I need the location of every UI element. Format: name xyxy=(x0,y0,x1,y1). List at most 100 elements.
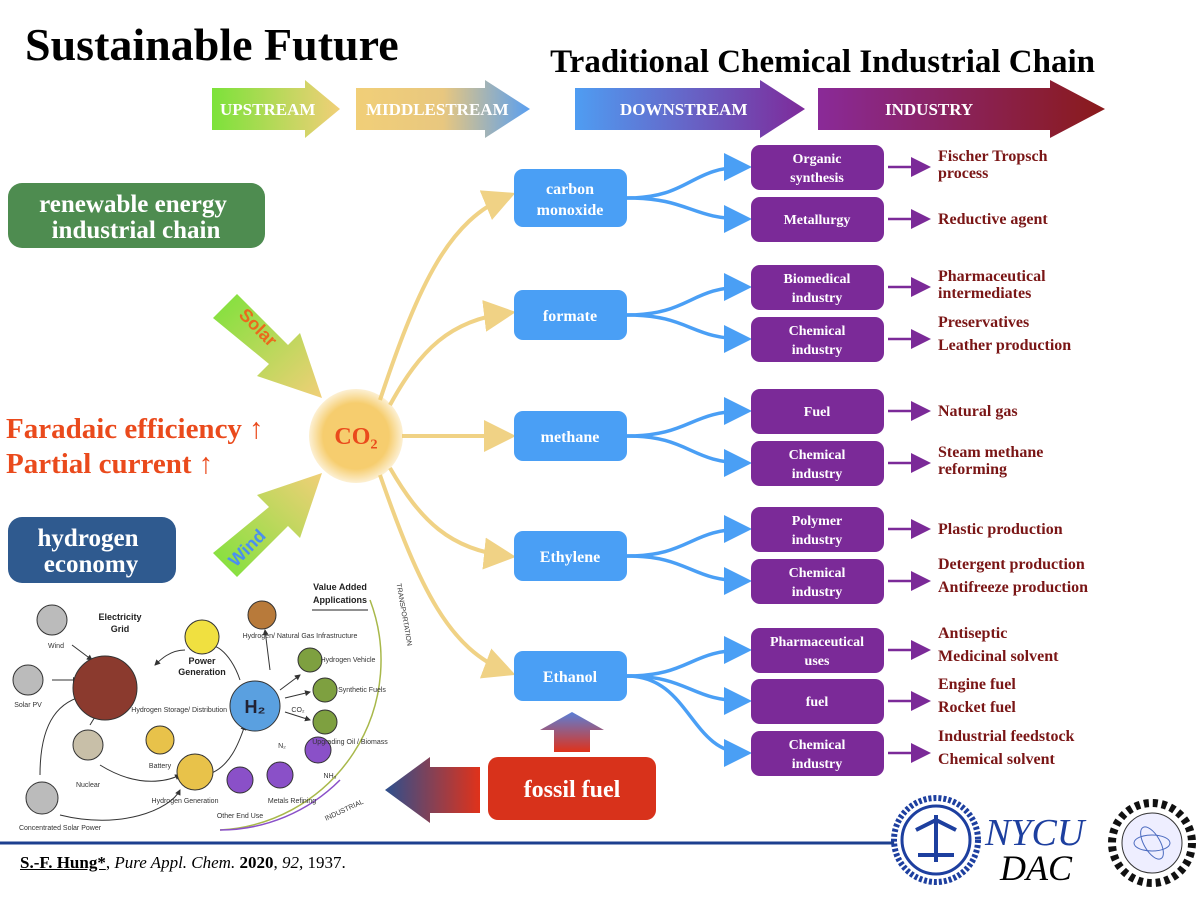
grid-label-2: Grid xyxy=(111,624,130,634)
citation-volume: 92 xyxy=(281,853,299,872)
use-label: Detergent production xyxy=(938,556,1085,573)
application-label: Fuel xyxy=(804,405,831,420)
application-label: industry xyxy=(792,585,843,600)
use-label: Fischer Tropsch xyxy=(938,148,1048,165)
hydrogen-economy-diagram: Value Added Applications TRANSPORTATION … xyxy=(12,582,413,832)
application-box xyxy=(751,559,884,604)
citation-author[interactable]: S.-F. Hung* xyxy=(20,853,106,872)
application-label: synthesis xyxy=(790,171,844,186)
application-label: industry xyxy=(792,467,843,482)
application-box xyxy=(751,389,884,434)
industrial-label: INDUSTRIAL xyxy=(324,799,365,823)
upgrading-oil-node xyxy=(312,709,338,735)
application-label: Biomedical xyxy=(784,272,851,287)
nycu-text: NYCU xyxy=(984,812,1087,854)
stage-arrow-downstream xyxy=(575,80,805,138)
hydrogen-generation-label: Hydrogen Generation xyxy=(152,798,219,805)
use-label: Natural gas xyxy=(938,403,1018,420)
stage-arrow-upstream xyxy=(212,80,340,138)
citation-journal: Pure Appl. Chem. xyxy=(114,853,236,872)
other-end-use-node xyxy=(226,766,254,794)
nh3-node xyxy=(304,736,332,764)
application-box xyxy=(751,628,884,673)
synthetic-fuels-label: Synthetic Fuels xyxy=(338,687,386,694)
renewable-line-1: renewable energy xyxy=(39,191,227,218)
h2-storage-label: Hydrogen Storage/ Distribution xyxy=(131,707,227,714)
natural-gas-infrastructure-node xyxy=(247,600,277,630)
dac-text: DAC xyxy=(999,848,1073,888)
transport-label: TRANSPORTATION xyxy=(395,583,413,647)
stage-arrows: UPSTREAM MIDDLESTREAM DOWNSTREAM INDUSTR… xyxy=(212,80,1105,138)
use-label: Chemical solvent xyxy=(938,751,1056,768)
stage-label-downstream: DOWNSTREAM xyxy=(620,100,748,119)
other-end-use-label: Other End Use xyxy=(217,813,263,820)
solar-arrow: Solar xyxy=(213,294,322,398)
product-app-arrow xyxy=(626,153,752,200)
use-label: Plastic production xyxy=(938,521,1063,538)
use-label: Leather production xyxy=(938,337,1071,354)
use-label: Rocket fuel xyxy=(938,699,1016,716)
stage-label-industry: INDUSTRY xyxy=(885,100,973,119)
use-label: process xyxy=(938,165,988,182)
co2-label: CO₂ xyxy=(334,424,377,450)
hydrogen-economy-box xyxy=(8,517,176,583)
stage-label-middlestream: MIDDLESTREAM xyxy=(366,100,509,119)
solar-pv-label: Solar PV xyxy=(14,702,42,709)
stage-arrow-middlestream xyxy=(356,80,530,138)
renewable-line-2: industrial chain xyxy=(52,217,221,244)
application-label: Polymer xyxy=(792,514,843,529)
product-app-arrow xyxy=(626,273,752,317)
product-label: Ethanol xyxy=(543,669,598,686)
use-label: Industrial feedstock xyxy=(938,728,1075,745)
use-label: Medicinal solvent xyxy=(938,648,1059,665)
power-label-1: Power xyxy=(188,656,216,666)
battery-label: Battery xyxy=(149,763,172,770)
application-box xyxy=(751,265,884,310)
faradaic-efficiency-text: Faradaic efficiency ↑ xyxy=(6,413,264,445)
wind-arrow: Wind xyxy=(213,473,322,577)
stage-arrow-industry xyxy=(818,80,1105,138)
nuclear-label: Nuclear xyxy=(76,782,101,789)
product-app-arrow xyxy=(626,674,752,767)
product-label: methane xyxy=(541,429,600,446)
product-app-arrow xyxy=(626,554,752,595)
citation-year: 2020 xyxy=(239,853,274,872)
product-app-arrow xyxy=(626,515,752,558)
fossil-left-arrow xyxy=(385,757,480,823)
renewable-energy-box xyxy=(8,183,265,248)
citation-pages: , 1937. xyxy=(298,853,346,872)
application-label: industry xyxy=(792,757,843,772)
use-label: Preservatives xyxy=(938,314,1029,331)
application-box xyxy=(751,197,884,242)
co2-product-arrows xyxy=(378,190,516,679)
wind-node xyxy=(36,604,68,636)
power-generation-node xyxy=(184,619,220,655)
value-added-header-2: Applications xyxy=(313,595,367,605)
use-label: Antiseptic xyxy=(938,625,1007,642)
wind-node-label: Wind xyxy=(48,643,64,650)
fossil-fuel-box xyxy=(488,757,656,820)
application-label: Chemical xyxy=(789,738,846,753)
hydrogen-line-2: economy xyxy=(44,551,139,578)
battery-node xyxy=(145,725,175,755)
h2-node xyxy=(229,680,281,732)
product-app-arrow xyxy=(626,434,752,477)
value-added-header-1: Value Added xyxy=(313,582,367,592)
nycu-logo: NYCU DAC xyxy=(891,795,1196,888)
concentrated-solar-node xyxy=(25,781,59,815)
synthetic-fuels-node xyxy=(312,677,338,703)
application-box xyxy=(751,441,884,486)
product-box xyxy=(514,411,627,461)
application-label: Chemical xyxy=(789,566,846,581)
slide-title: Sustainable Future xyxy=(25,19,399,70)
product-label: formate xyxy=(543,308,597,325)
industrial-arc xyxy=(219,779,341,831)
product-app-arrow xyxy=(626,636,752,678)
product-label: carbon xyxy=(546,181,594,198)
product-box xyxy=(514,290,627,340)
metals-refining-label: Metals Refining xyxy=(268,798,316,805)
electricity-grid-node xyxy=(72,655,138,721)
application-label: Pharmaceutical xyxy=(770,635,864,650)
